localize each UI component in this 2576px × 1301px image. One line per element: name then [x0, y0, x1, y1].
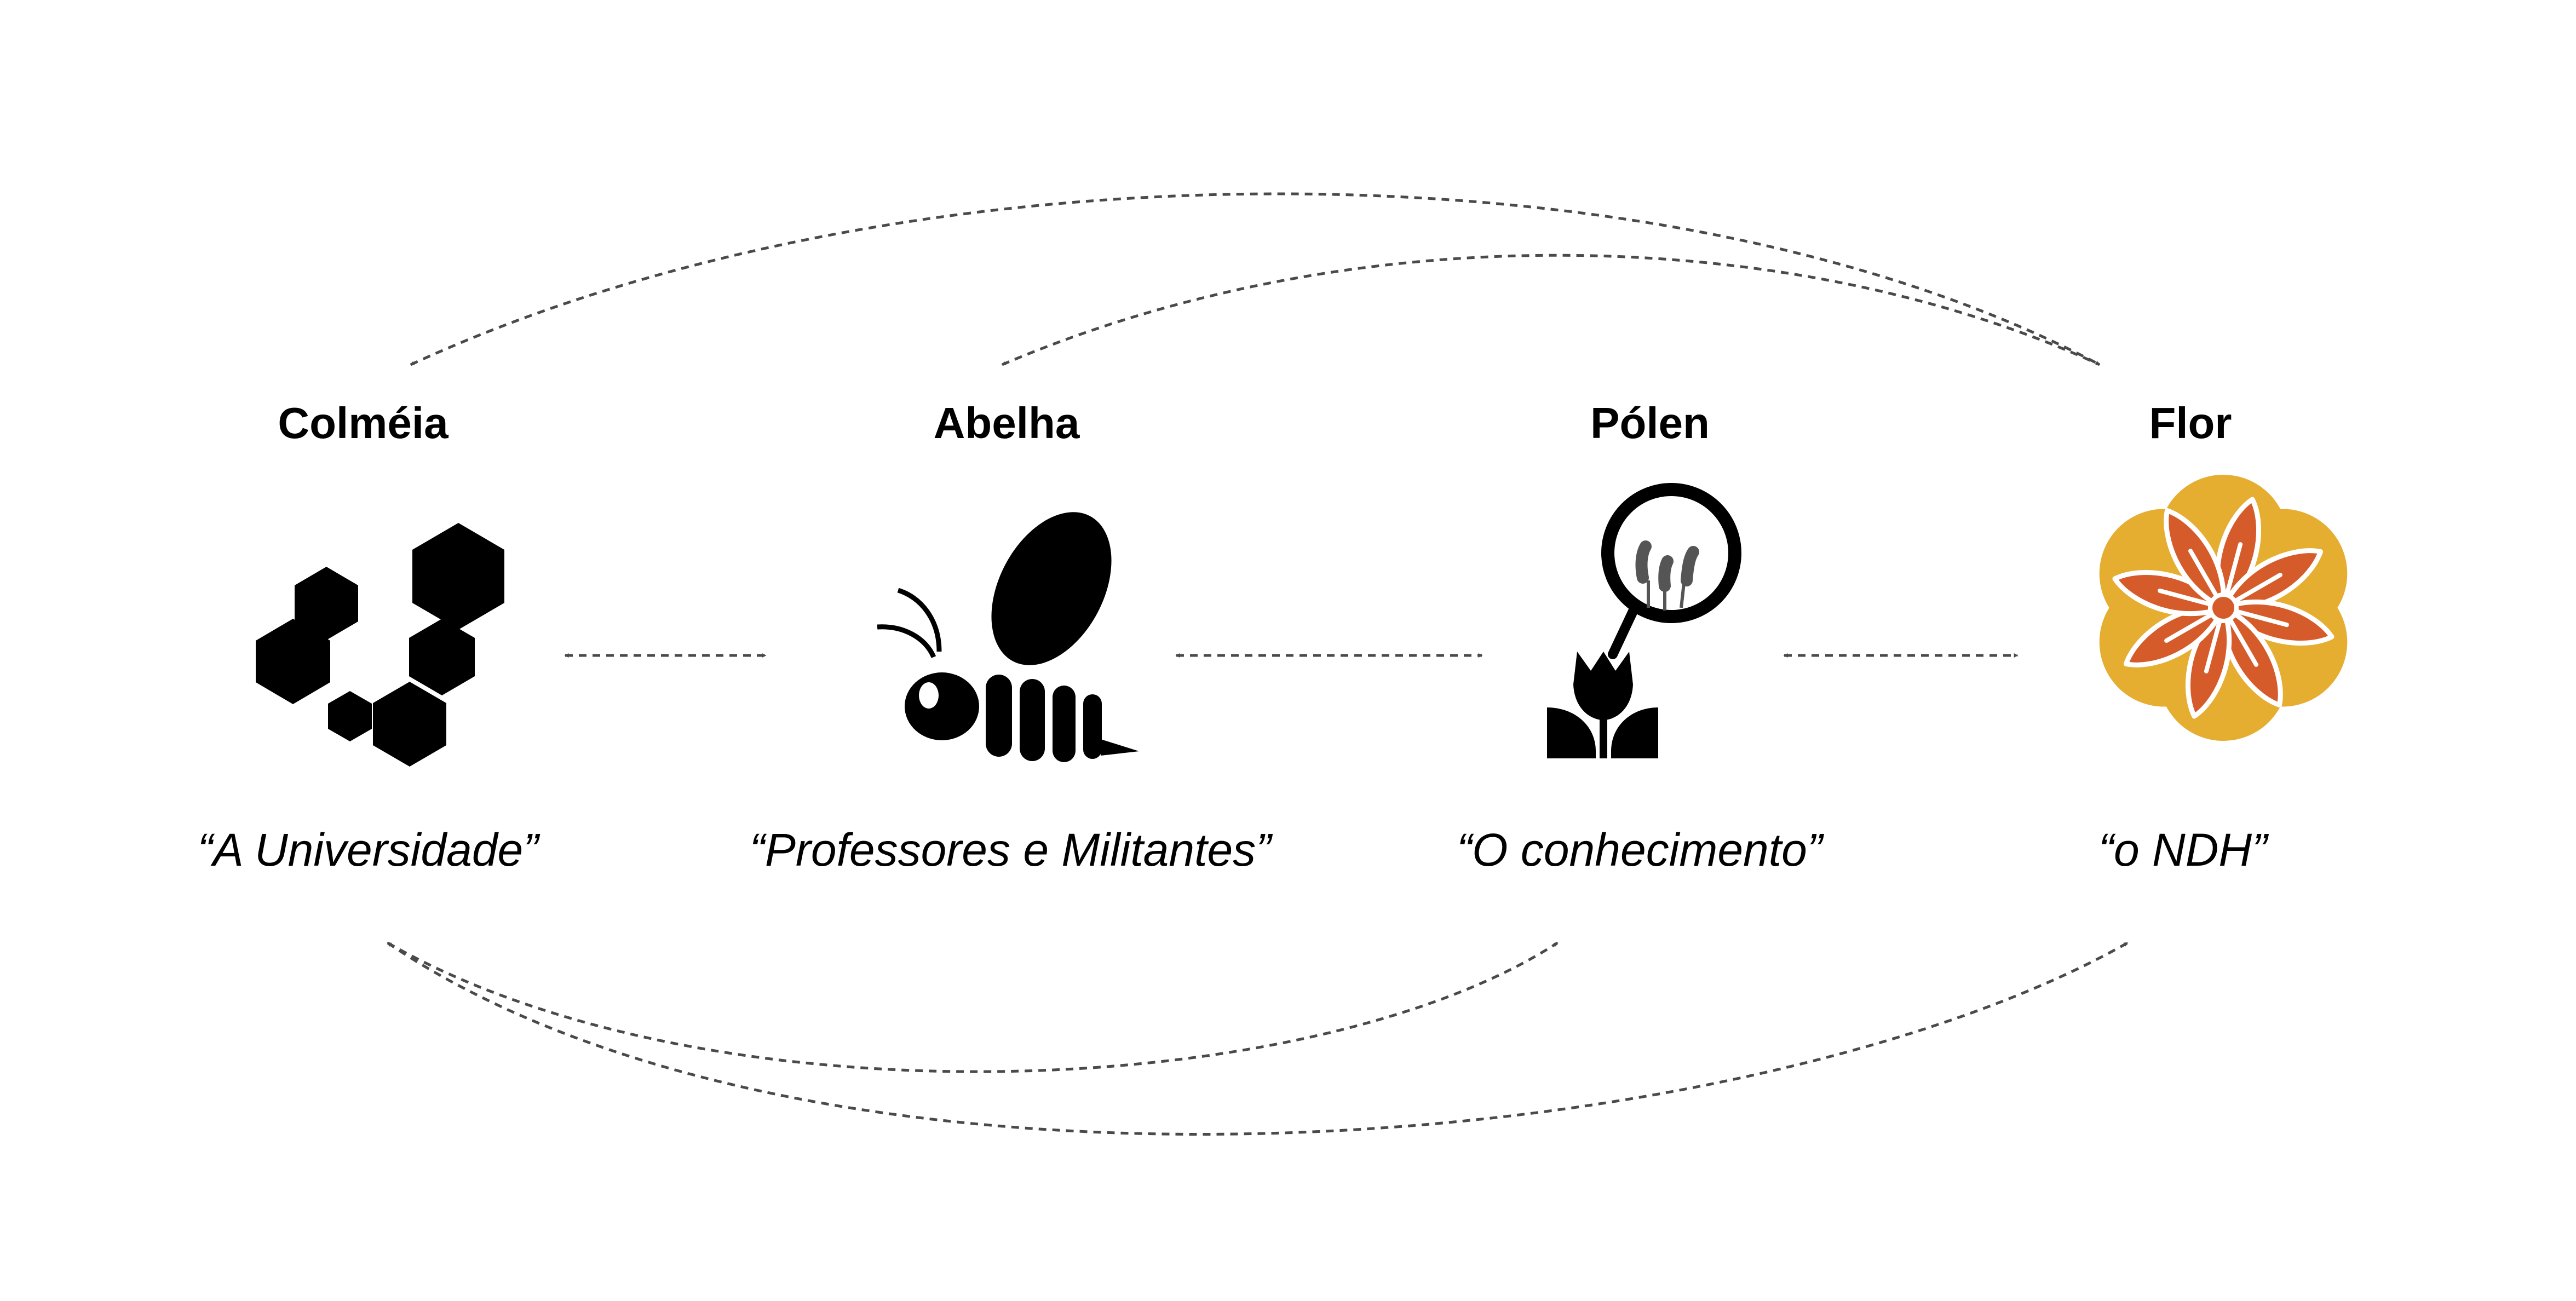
- honeycomb-icon: [256, 523, 504, 767]
- node-caption: “A Universidade”: [198, 824, 540, 876]
- connectors: [387, 192, 2129, 1136]
- node-caption: “Professores e Militantes”: [750, 824, 1273, 876]
- node-caption: “o NDH”: [2098, 824, 2269, 876]
- pollen-flower-icon: [1547, 483, 1741, 758]
- node-abelha: Abelha “Professores e Militantes”: [750, 399, 1273, 876]
- node-polen: Pólen “O conhecimento”: [1457, 399, 1825, 876]
- node-title: Pólen: [1590, 399, 1710, 447]
- node-caption: “O conhecimento”: [1457, 824, 1825, 876]
- connector-colmeia-polen-bottom: [387, 941, 1559, 1073]
- connector-abelha-flor-top: [1001, 254, 2101, 366]
- node-title: Colméia: [278, 399, 449, 447]
- bee-icon: [877, 512, 1139, 762]
- flower-icon: [2099, 475, 2348, 741]
- node-colmeia: Colméia “A Universidade”: [198, 399, 540, 876]
- node-title: Abelha: [934, 399, 1080, 447]
- node-flor: Flor “o NDH”: [2098, 399, 2348, 876]
- node-title: Flor: [2149, 399, 2232, 447]
- connector-colmeia-flor-top: [410, 192, 2101, 366]
